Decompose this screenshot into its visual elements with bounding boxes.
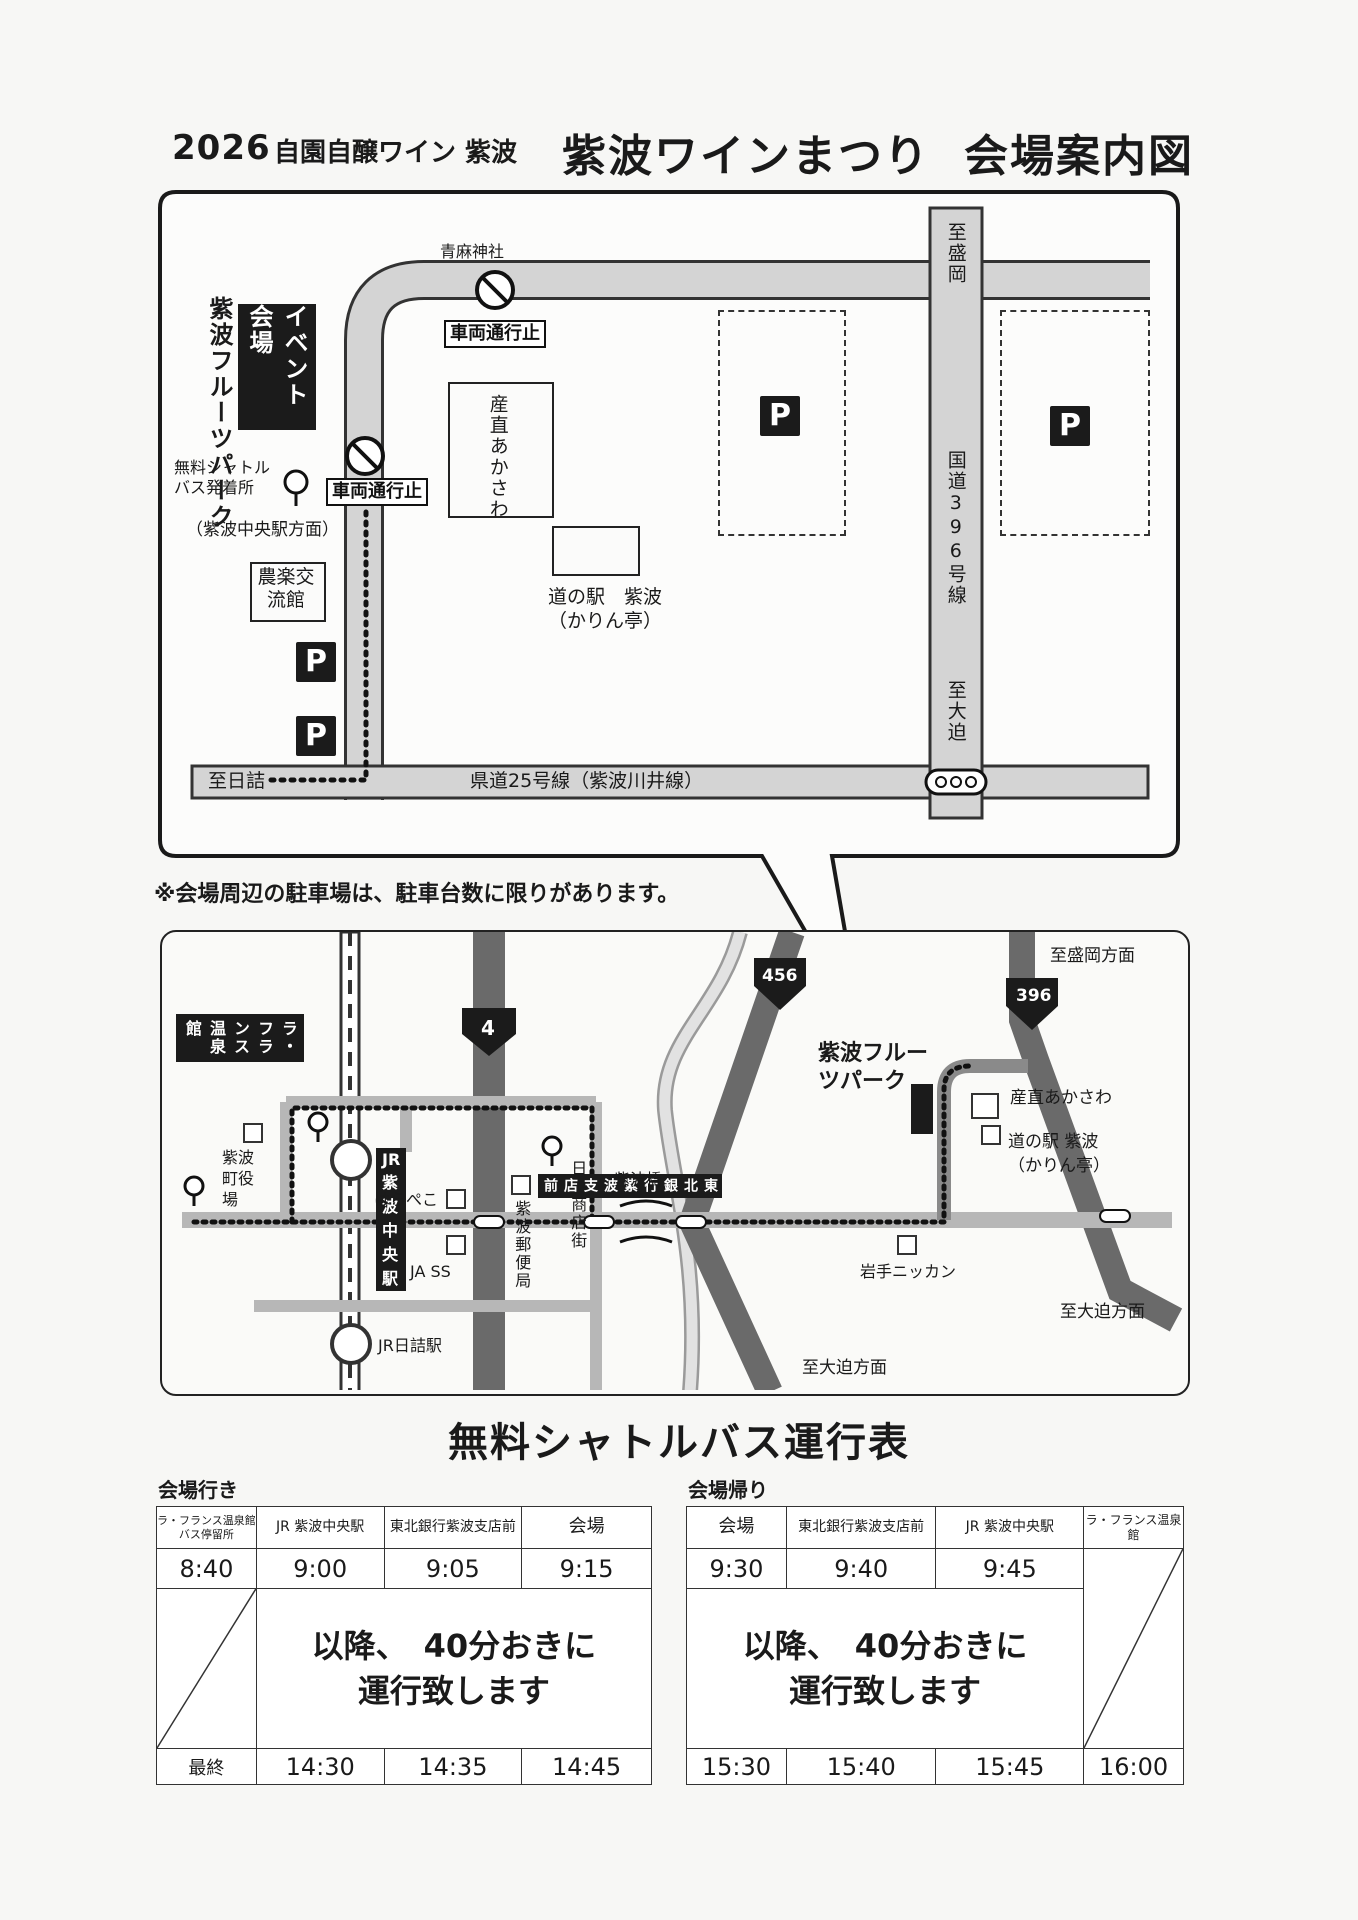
to-hizume-label: 至日詰: [208, 770, 266, 792]
no-entry-label: 車両通行止: [326, 478, 428, 506]
table-cell: 15:40: [785, 1748, 937, 1785]
bus-stop-icon: [283, 469, 309, 506]
last-label: 最終: [156, 1748, 257, 1785]
table-cell: 9:45: [935, 1548, 1085, 1589]
table-cell: 15:45: [935, 1748, 1085, 1785]
parking-area-dashed: [1000, 310, 1150, 536]
table-cell: 9:05: [383, 1548, 523, 1589]
parking-note: ※会場周辺の駐車場は、駐車台数に限りがあります。: [154, 882, 680, 907]
sanchoku-label: 産直あかさわ: [486, 394, 509, 520]
table-header: ラ・フランス温泉館: [1083, 1506, 1184, 1549]
diagonal-cell: [1083, 1548, 1184, 1749]
shuttle-direction-label: （紫波中央駅方面）: [186, 520, 339, 540]
diagonal-cell: [156, 1588, 257, 1749]
ja-ss-label: JA SS: [410, 1262, 451, 1281]
to-morioka-label: 至盛岡: [944, 222, 967, 285]
frequency-message: 以降、 40分おきに 運行致します: [255, 1588, 653, 1749]
table-cell: 8:40: [156, 1548, 257, 1589]
page-header: 2026 自園自醸ワイン 紫波 紫波ワインまつり 会場案内図: [172, 120, 1202, 182]
michinoeki-area-label: 道の駅 紫波: [1008, 1132, 1099, 1152]
inbound-label: 会場帰り: [688, 1478, 768, 1502]
michinoeki-building: [552, 526, 640, 576]
shrine-label: 青麻神社: [440, 242, 505, 261]
no-entry-label: 車両通行止: [444, 320, 546, 348]
frequency-line-2: 運行致します: [789, 1671, 982, 1710]
jr-hizume-station-label: JR日詰駅: [378, 1336, 442, 1355]
table-header: JR 紫波中央駅: [255, 1506, 385, 1549]
table-cell: 9:40: [785, 1548, 937, 1589]
nouraku-label: 農楽交流館: [257, 566, 315, 611]
header-title: 紫波ワインまつり: [562, 131, 930, 182]
parking-icon: P: [1050, 406, 1090, 446]
table-cell: 9:15: [521, 1548, 652, 1589]
table-cell: 9:00: [255, 1548, 385, 1589]
frequency-line-1: 以降、 40分おきに: [311, 1626, 597, 1665]
karintei-area-label: （かりん亭）: [1008, 1156, 1110, 1176]
no-entry-icon: [345, 436, 385, 476]
fruit-park-label: 紫波フルーツパーク: [818, 1041, 929, 1094]
table-header: 東北銀行紫波支店前: [383, 1506, 523, 1549]
parking-icon: P: [296, 716, 336, 756]
timetable-title: 無料シャトルバス運行表: [448, 1420, 910, 1466]
traffic-signal-icon: [924, 768, 988, 796]
shuttle-stop-label: 無料シャトルバス発着所: [174, 458, 271, 497]
la-france-label: ラ・フランス温泉館: [176, 1014, 304, 1062]
event-venue-label: イベント会場: [238, 304, 316, 430]
table-cell: 14:45: [521, 1748, 652, 1785]
table-cell: 15:30: [686, 1748, 787, 1785]
park-name-label: 紫波フルーツパーク: [205, 296, 233, 530]
parking-icon: P: [296, 642, 336, 682]
table-cell: 16:00: [1083, 1748, 1184, 1785]
karintei-label: （かりん亭）: [548, 610, 663, 632]
sanchoku-area-label: 産直あかさわ: [1010, 1088, 1112, 1108]
nikkan-label: 岩手ニッカン: [860, 1262, 957, 1281]
harapeko-label: はらぺこ: [374, 1190, 439, 1209]
no-entry-icon: [475, 270, 515, 310]
jr-shiwa-station-label: JR紫波中央駅: [376, 1148, 407, 1291]
parking-icon: P: [760, 396, 800, 436]
to-ohasama-label: 至大迫: [944, 680, 967, 743]
table-header: 会場: [686, 1506, 787, 1549]
sanchoku-building: [448, 382, 554, 518]
to-ohasama-direction-2: 至大迫方面: [802, 1358, 887, 1378]
header-subtitle: 自園自醸ワイン 紫波: [274, 138, 518, 168]
parking-area-dashed: [718, 310, 846, 536]
bridge-label: 紫波橋: [614, 1170, 663, 1189]
route4-shield-label: 4: [481, 1016, 495, 1040]
route456-shield-label: 456: [762, 966, 798, 986]
to-ohasama-direction-1: 至大迫方面: [1060, 1302, 1145, 1322]
table-cell: 9:30: [686, 1548, 787, 1589]
prefectural-road-label: 県道25号線（紫波川井線）: [470, 770, 704, 792]
table-cell: 14:30: [255, 1748, 385, 1785]
outbound-label: 会場行き: [158, 1478, 238, 1502]
frequency-line-1: 以降、 40分おきに: [742, 1626, 1028, 1665]
table-header: 東北銀行紫波支店前: [785, 1506, 937, 1549]
frequency-line-2: 運行致します: [357, 1671, 550, 1710]
michinoeki-label: 道の駅 紫波: [548, 586, 663, 608]
header-year: 2026: [172, 128, 271, 168]
post-office-label: 紫波郵便局: [512, 1200, 532, 1290]
table-header: 会場: [521, 1506, 652, 1549]
table-header: ラ・フランス温泉館バス停留所: [156, 1506, 257, 1549]
table-cell: 14:35: [383, 1748, 523, 1785]
nouraku-building: [250, 562, 326, 622]
table-header: JR 紫波中央駅: [935, 1506, 1085, 1549]
outbound-timetable: ラ・フランス温泉館バス停留所 JR 紫波中央駅 東北銀行紫波支店前 会場 8:4…: [156, 1506, 653, 1785]
route396-label: 国道396号線: [944, 450, 967, 606]
frequency-message: 以降、 40分おきに 運行致します: [685, 1588, 1085, 1749]
route396-shield-label: 396: [1016, 986, 1052, 1006]
header-map-title: 会場案内図: [964, 131, 1194, 182]
town-office-label: 紫波町役場: [222, 1148, 255, 1209]
to-morioka-direction: 至盛岡方面: [1050, 946, 1135, 966]
inbound-timetable: 会場 東北銀行紫波支店前 JR 紫波中央駅 ラ・フランス温泉館 9:30 9:4…: [685, 1506, 1184, 1785]
